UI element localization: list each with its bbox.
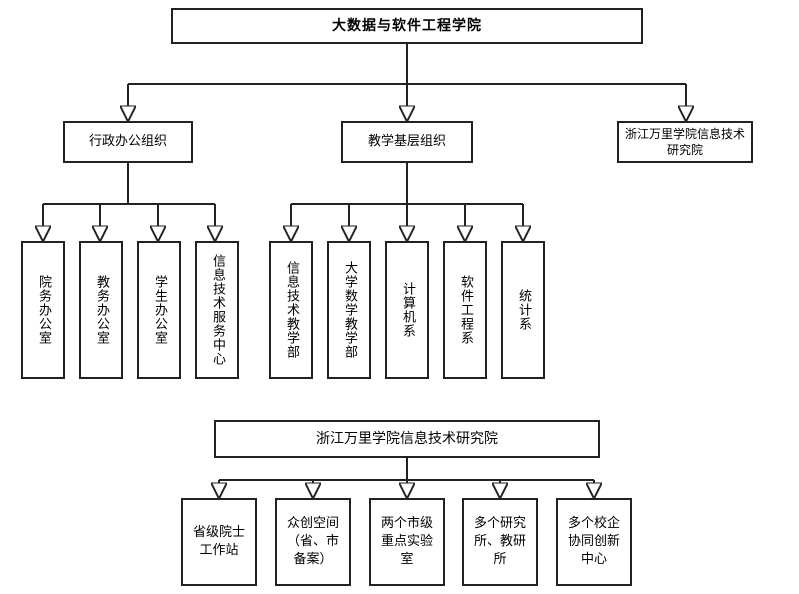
teaching-unit-box: 大学数学教学部 xyxy=(327,241,371,379)
institute-unit-box: 众创空间（省、市备案） xyxy=(275,498,351,586)
admin-unit-label: 信息技术服务中心 xyxy=(210,254,225,366)
institute-unit-box: 两个市级重点实验室 xyxy=(369,498,445,586)
institute-unit-box: 多个研究所、教研所 xyxy=(462,498,538,586)
admin-unit-label: 学生办公室 xyxy=(152,275,167,345)
teaching-unit-box: 计算机系 xyxy=(385,241,429,379)
admin-unit-label: 院务办公室 xyxy=(36,275,51,345)
admin-unit-box: 教务办公室 xyxy=(79,241,123,379)
teaching-unit-box: 统计系 xyxy=(501,241,545,379)
institute-unit-box: 多个校企协同创新中心 xyxy=(556,498,632,586)
admin-unit-label: 教务办公室 xyxy=(94,275,109,345)
teaching-unit-box: 信息技术教学部 xyxy=(269,241,313,379)
institute-unit-box: 省级院士工作站 xyxy=(181,498,257,586)
teaching-unit-label: 统计系 xyxy=(516,289,531,331)
teaching-unit-label: 大学数学教学部 xyxy=(342,261,357,359)
institute-header-node: 浙江万里学院信息技术研究院 xyxy=(214,420,600,458)
teaching-unit-label: 软件工程系 xyxy=(458,275,473,345)
teaching-unit-label: 信息技术教学部 xyxy=(284,261,299,359)
admin-unit-box: 学生办公室 xyxy=(137,241,181,379)
teaching-org-node: 教学基层组织 xyxy=(341,121,473,163)
admin-org-node: 行政办公组织 xyxy=(63,121,193,163)
teaching-unit-label: 计算机系 xyxy=(400,282,415,338)
teaching-unit-box: 软件工程系 xyxy=(443,241,487,379)
root-node: 大数据与软件工程学院 xyxy=(171,8,643,44)
institute-node: 浙江万里学院信息技术研究院 xyxy=(617,121,753,163)
admin-unit-box: 院务办公室 xyxy=(21,241,65,379)
admin-unit-box: 信息技术服务中心 xyxy=(195,241,239,379)
